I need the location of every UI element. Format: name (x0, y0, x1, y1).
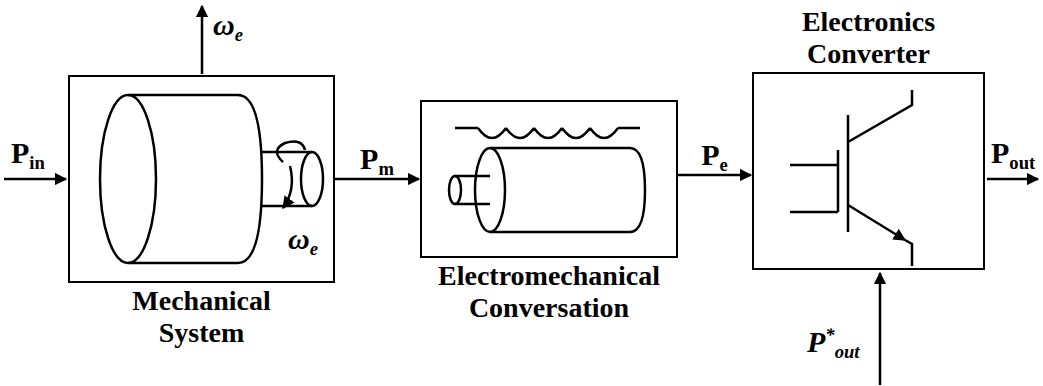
reference-label: P*out (806, 325, 860, 358)
rotation-arrow (277, 142, 305, 162)
power-label: Pe (700, 138, 729, 171)
flywheel-drum (100, 95, 262, 263)
stator-coil (455, 128, 640, 138)
power-label: Pout (990, 136, 1036, 169)
speed-arrow (201, 6, 204, 74)
power-arrow (335, 178, 419, 181)
process-box: Electronics Converter (752, 72, 985, 270)
power-label: Pin (10, 136, 46, 169)
speed-label: ωe (212, 8, 244, 41)
output-arrow (987, 178, 1038, 181)
process-box: Electromechanical Conversation (420, 100, 678, 258)
speed-label: ωe (287, 222, 319, 255)
box-heading: Mechanical System (132, 285, 270, 349)
rotation-arrow (283, 166, 292, 208)
transistor-symbol (790, 90, 912, 266)
power-label: Pm (359, 142, 395, 175)
box-heading: Electronics Converter (802, 6, 935, 70)
input-arrow (4, 178, 66, 181)
motor-body (449, 148, 645, 232)
power-arrow (678, 174, 751, 177)
reference-arrow (879, 273, 882, 385)
box-heading: Electromechanical Conversation (438, 260, 660, 324)
